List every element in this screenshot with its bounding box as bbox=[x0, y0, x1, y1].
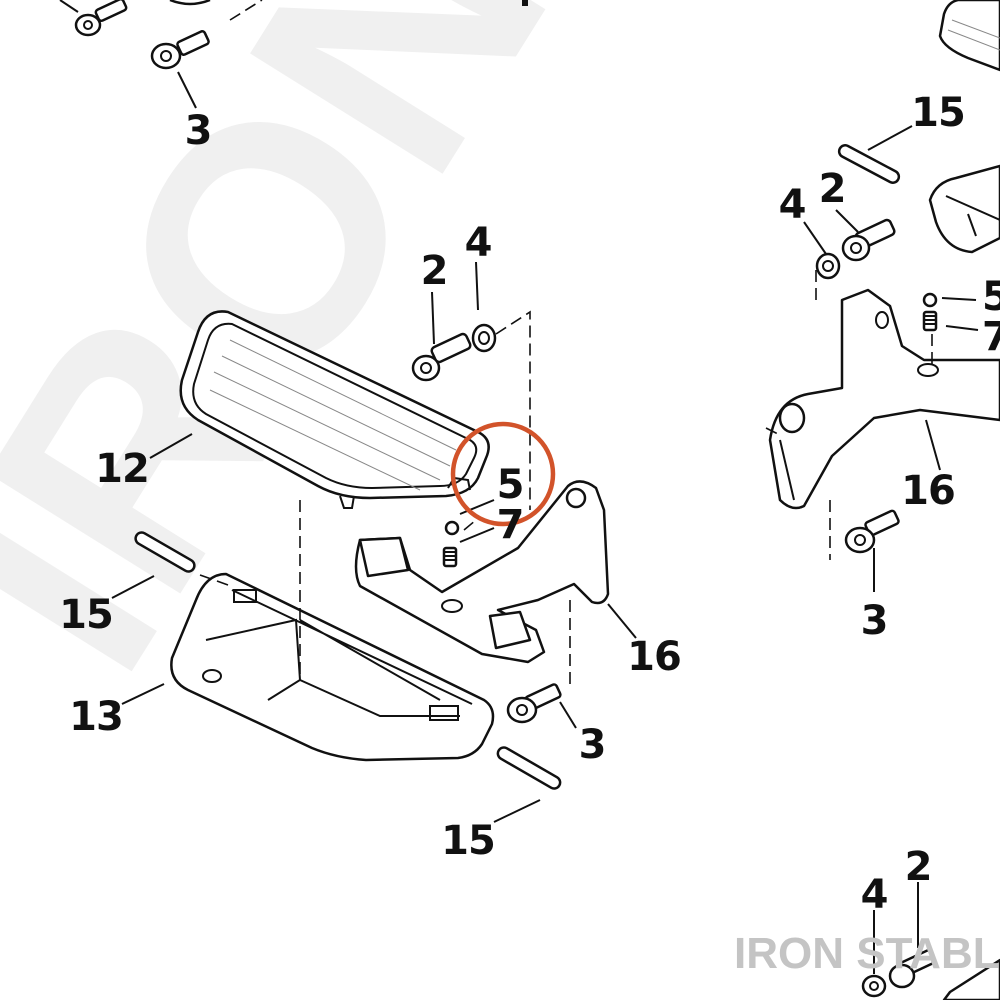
callout-15-left: 15 bbox=[59, 592, 113, 638]
cap-screw-top bbox=[74, 0, 128, 37]
ball-5 bbox=[444, 520, 460, 536]
highlight-circle bbox=[450, 421, 556, 527]
callout-13: 13 bbox=[69, 694, 123, 740]
spring-7-right bbox=[922, 310, 938, 332]
callout-3-top: 3 bbox=[185, 108, 212, 154]
shoulder-bolt-top bbox=[150, 30, 210, 70]
washer-4 bbox=[471, 323, 497, 353]
cap-screw-2 bbox=[411, 332, 472, 382]
floorboard-base-13 bbox=[170, 572, 495, 762]
spring-7 bbox=[442, 546, 458, 568]
callout-4: 4 bbox=[465, 220, 492, 266]
callout-7: 7 bbox=[497, 502, 524, 548]
callout-7-right: 7 bbox=[982, 314, 1000, 360]
pin-15-upper bbox=[134, 531, 196, 573]
callout-2-bottom: 2 bbox=[905, 844, 932, 890]
callout-5: 5 bbox=[497, 462, 524, 508]
ball-5-right bbox=[922, 292, 938, 308]
bracket-16 bbox=[354, 480, 610, 664]
callout-labels: 3 2 4 12 5 7 15 13 16 3 15 15 2 4 5 7 16… bbox=[59, 90, 1000, 918]
callout-15-right: 15 bbox=[911, 90, 965, 136]
callout-16: 16 bbox=[627, 634, 681, 680]
shoulder-bolt-3-right bbox=[844, 509, 900, 554]
floorboard-right bbox=[928, 164, 1000, 254]
callout-4-bottom: 4 bbox=[861, 872, 888, 918]
corner-watermark: IRON STABLE bbox=[734, 929, 1000, 978]
callout-4-right: 4 bbox=[779, 182, 806, 228]
callout-15-bottom: 15 bbox=[441, 818, 495, 864]
callout-5-right: 5 bbox=[982, 274, 1000, 320]
bottom-right-hardware bbox=[861, 882, 1000, 1000]
bracket-16-right bbox=[768, 288, 1000, 510]
callout-3: 3 bbox=[579, 722, 606, 768]
callout-12: 12 bbox=[95, 446, 149, 492]
callout-3-right: 3 bbox=[861, 598, 888, 644]
top-left-parts bbox=[59, 0, 528, 109]
callout-2: 2 bbox=[421, 248, 448, 294]
callout-16-right: 16 bbox=[901, 468, 955, 514]
pin-15-right bbox=[837, 144, 901, 184]
cap-screw-2-right bbox=[841, 218, 896, 262]
footboard-right-top bbox=[938, 0, 1000, 72]
callout-2-right: 2 bbox=[819, 166, 846, 212]
pin-15-lower bbox=[496, 746, 562, 790]
shoulder-bolt-3 bbox=[506, 683, 562, 724]
footboard-pad-12 bbox=[179, 310, 490, 509]
washer-4-right bbox=[815, 252, 841, 280]
